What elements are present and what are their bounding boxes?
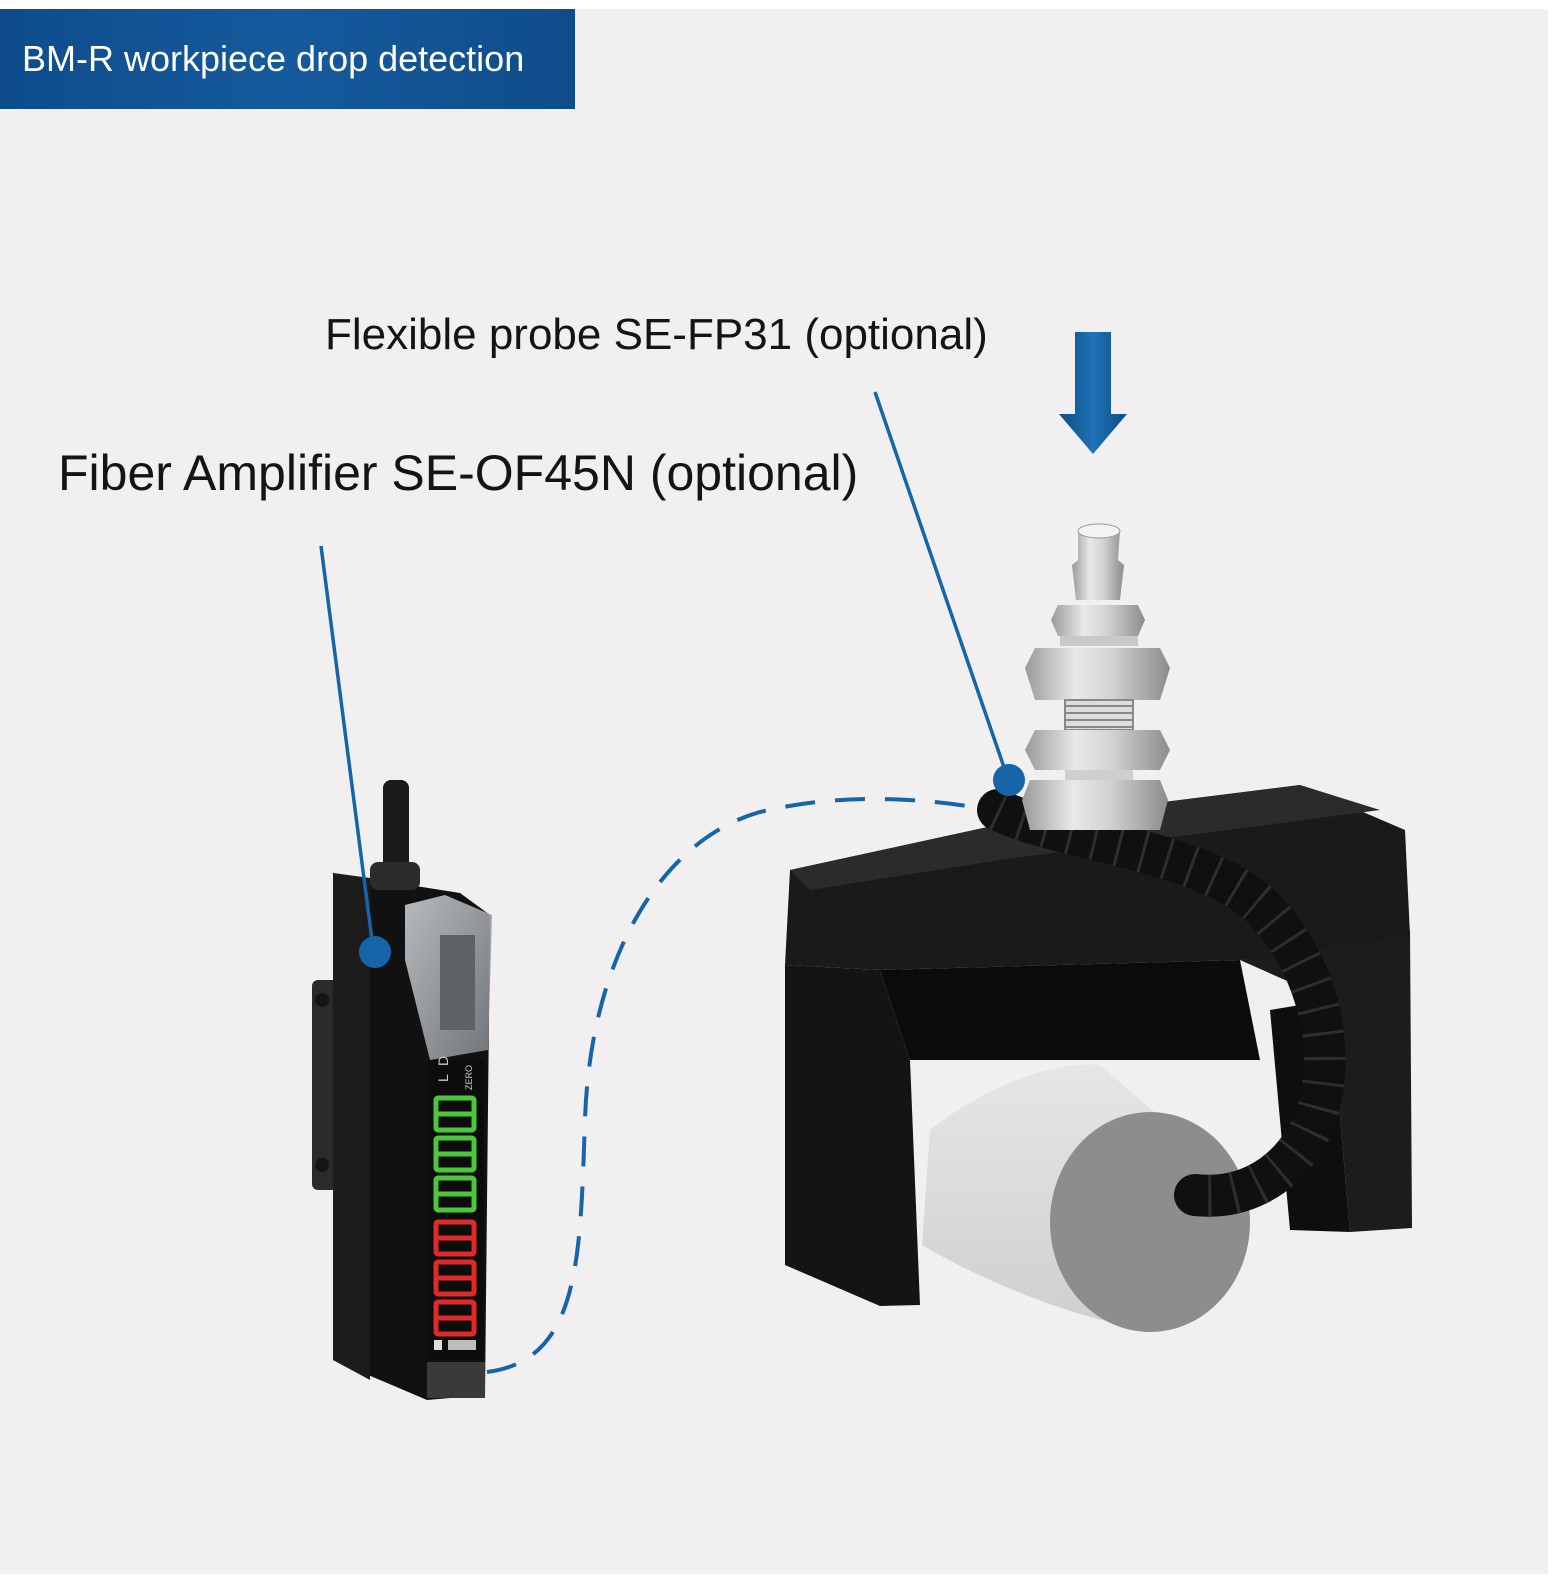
callout-dot-icon bbox=[359, 936, 391, 968]
callout-probe bbox=[875, 392, 1025, 796]
fiber-amplifier: L D ZERO bbox=[312, 780, 492, 1400]
indicator-d: D bbox=[435, 1056, 451, 1066]
indicator-l: L bbox=[435, 1074, 451, 1082]
zero-key-label: ZERO bbox=[464, 1065, 474, 1090]
callout-dot-icon bbox=[993, 764, 1025, 796]
display-red bbox=[436, 1222, 474, 1334]
label-flexible-probe: Flexible probe SE-FP31 (optional) bbox=[325, 310, 988, 360]
down-arrow-icon bbox=[1059, 332, 1127, 454]
threaded-fitting bbox=[1022, 524, 1170, 830]
display-green bbox=[436, 1098, 474, 1210]
label-fiber-amplifier: Fiber Amplifier SE-OF45N (optional) bbox=[58, 444, 858, 502]
